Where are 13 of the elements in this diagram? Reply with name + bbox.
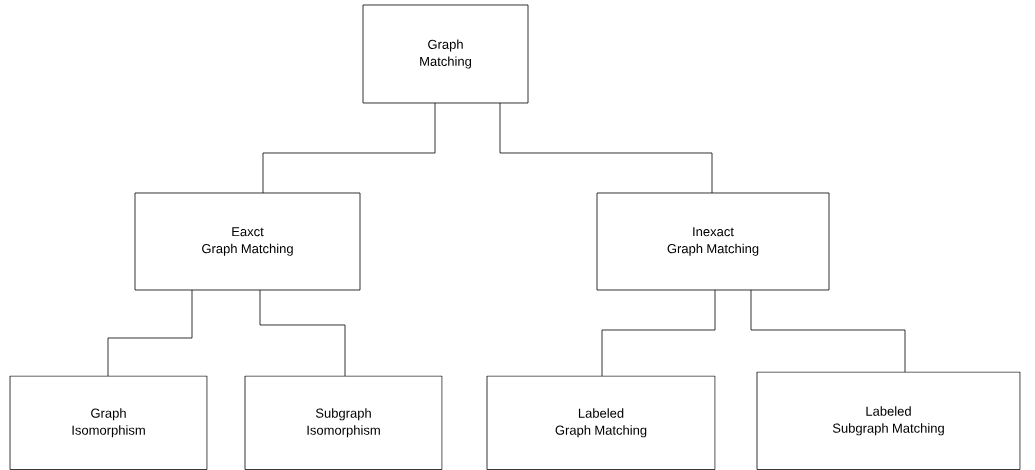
process-box: Inexact Graph Matching (596, 192, 830, 291)
process-box: Eaxct Graph Matching (134, 192, 361, 291)
connector-line (499, 102, 713, 194)
connector-line (107, 289, 193, 377)
connector-line (262, 102, 436, 194)
process-box: Subgraph Isomorphism (244, 375, 443, 470)
process-box: Graph Matching (362, 4, 529, 104)
connector-line (259, 289, 346, 377)
process-box: Labeled Subgraph Matching (756, 371, 1021, 470)
connector-line (601, 289, 716, 377)
connector-line (750, 289, 906, 373)
process-box: Graph Isomorphism (9, 375, 208, 470)
process-box: Labeled Graph Matching (486, 375, 716, 470)
